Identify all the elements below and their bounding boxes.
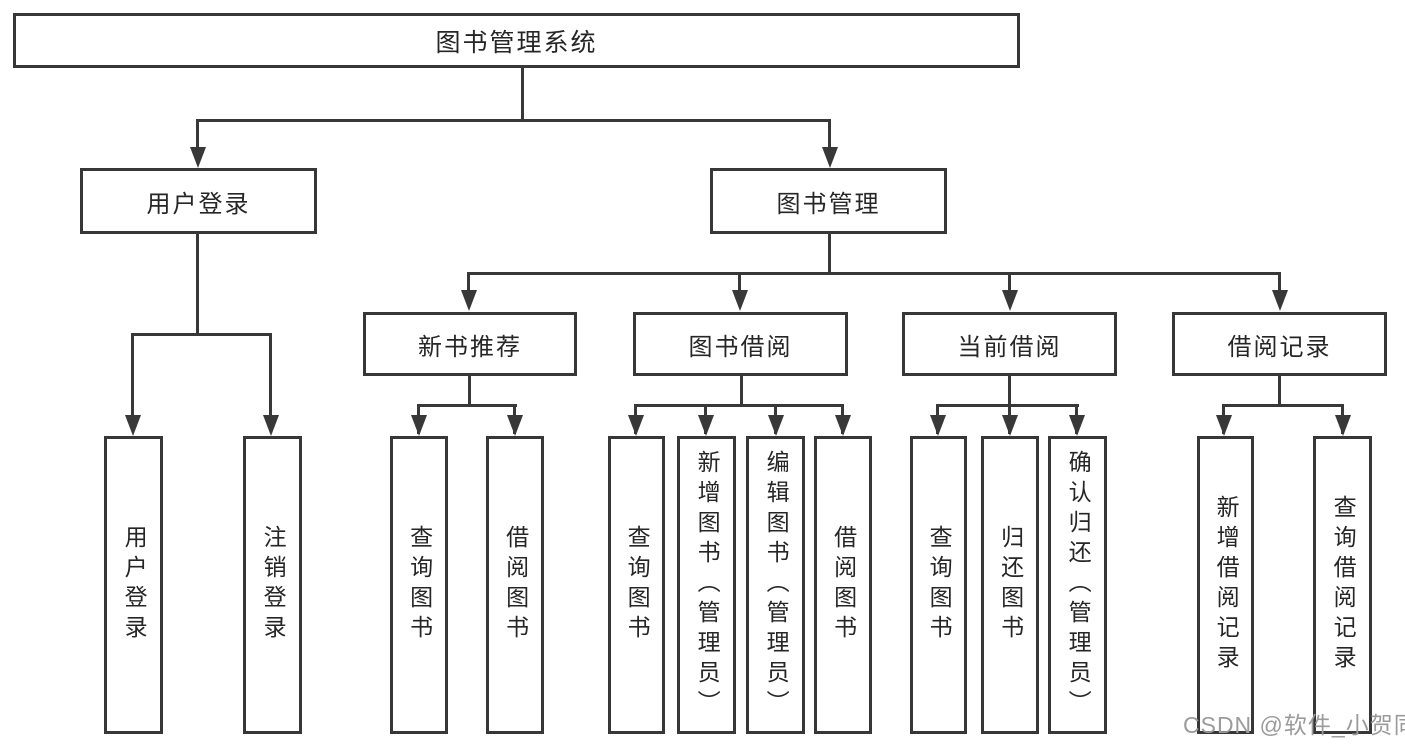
node-borrow-books-1-label: 借阅图书 — [502, 525, 529, 645]
arrow-down-icon — [1216, 415, 1232, 436]
connector-line — [828, 119, 831, 163]
arrow-down-icon — [930, 415, 946, 436]
node-user-login-leaf: 用户登录 — [104, 436, 163, 734]
connector-line — [196, 119, 199, 163]
node-confirm-return-admin-label: 确认归还（管理员） — [1065, 450, 1092, 720]
connector-line — [467, 272, 1281, 275]
arrow-down-icon — [411, 415, 427, 436]
arrow-down-icon — [1002, 415, 1018, 436]
node-current-borrowing-label: 当前借阅 — [957, 333, 1062, 361]
arrow-down-icon — [698, 415, 714, 436]
node-borrowing-records-label: 借阅记录 — [1227, 333, 1332, 361]
connector-line — [1222, 404, 1344, 407]
node-confirm-return-admin: 确认归还（管理员） — [1048, 436, 1107, 734]
connector-line — [467, 272, 470, 306]
connector-line — [1008, 374, 1011, 407]
node-return-books-label: 归还图书 — [997, 525, 1024, 645]
node-new-book-recommend: 新书推荐 — [363, 312, 577, 376]
node-borrow-books-2: 借阅图书 — [814, 436, 872, 734]
connector-line — [1008, 272, 1011, 306]
connector-line — [936, 404, 1079, 407]
node-query-books-2: 查询图书 — [608, 436, 665, 734]
node-edit-book-admin: 编辑图书（管理员） — [746, 436, 805, 734]
node-borrow-books-1: 借阅图书 — [486, 436, 544, 734]
connector-line — [738, 272, 741, 306]
connector-line — [417, 404, 517, 407]
node-borrowing-records: 借阅记录 — [1172, 312, 1387, 376]
arrow-down-icon — [822, 147, 838, 168]
connector-line — [196, 119, 831, 122]
node-query-borrow-record: 查询借阅记录 — [1313, 436, 1372, 734]
node-book-borrowing-label: 图书借阅 — [688, 333, 793, 361]
arrow-down-icon — [1272, 290, 1288, 311]
arrow-down-icon — [1335, 415, 1351, 436]
csdn-watermark: CSDN @软件_小贺同学 — [1183, 712, 1405, 738]
connector-line — [196, 233, 199, 336]
node-logout-label: 注销登录 — [260, 525, 287, 645]
node-book-borrowing: 图书借阅 — [633, 312, 848, 376]
node-new-book-recommend-label: 新书推荐 — [418, 333, 522, 361]
arrow-down-icon — [1002, 290, 1018, 311]
arrow-down-icon — [190, 147, 206, 168]
arrow-down-icon — [461, 290, 477, 311]
connector-line — [131, 333, 134, 431]
node-user-login-leaf-label: 用户登录 — [121, 525, 148, 645]
node-root: 图书管理系统 — [13, 13, 1020, 68]
arrow-down-icon — [1069, 415, 1085, 436]
connector-line — [1278, 374, 1281, 407]
node-query-books-3-label: 查询图书 — [926, 525, 953, 645]
connector-line — [521, 66, 524, 122]
node-edit-book-admin-label: 编辑图书（管理员） — [763, 450, 790, 720]
arrow-down-icon — [768, 415, 784, 436]
arrow-down-icon — [628, 415, 644, 436]
arrow-down-icon — [263, 415, 279, 436]
connector-line — [828, 233, 831, 275]
node-user-login: 用户登录 — [80, 168, 317, 234]
node-add-borrow-record-label: 新增借阅记录 — [1213, 495, 1240, 675]
arrow-down-icon — [507, 415, 523, 436]
node-borrow-books-2-label: 借阅图书 — [830, 525, 857, 645]
node-logout: 注销登录 — [243, 436, 302, 734]
connector-line — [269, 333, 272, 431]
node-query-books-3: 查询图书 — [910, 436, 967, 734]
node-query-books-1: 查询图书 — [390, 436, 448, 734]
node-book-management: 图书管理 — [710, 168, 947, 234]
arrow-down-icon — [835, 415, 851, 436]
connector-line — [468, 374, 471, 407]
node-add-book-admin: 新增图书（管理员） — [677, 436, 736, 734]
node-add-book-admin-label: 新增图书（管理员） — [694, 450, 721, 720]
node-book-management-label: 图书管理 — [776, 190, 881, 218]
connector-line — [131, 333, 272, 336]
node-root-label: 图书管理系统 — [435, 28, 598, 57]
arrow-down-icon — [732, 290, 748, 311]
node-user-login-label: 用户登录 — [146, 190, 251, 218]
node-add-borrow-record: 新增借阅记录 — [1197, 436, 1254, 734]
connector-line — [740, 374, 743, 407]
arrow-down-icon — [125, 415, 141, 436]
node-query-books-1-label: 查询图书 — [406, 525, 433, 645]
node-query-books-2-label: 查询图书 — [624, 525, 651, 645]
node-current-borrowing: 当前借阅 — [902, 312, 1117, 376]
connector-line — [634, 404, 844, 407]
connector-line — [1278, 272, 1281, 306]
node-query-borrow-record-label: 查询借阅记录 — [1330, 495, 1357, 675]
node-return-books: 归还图书 — [981, 436, 1039, 734]
